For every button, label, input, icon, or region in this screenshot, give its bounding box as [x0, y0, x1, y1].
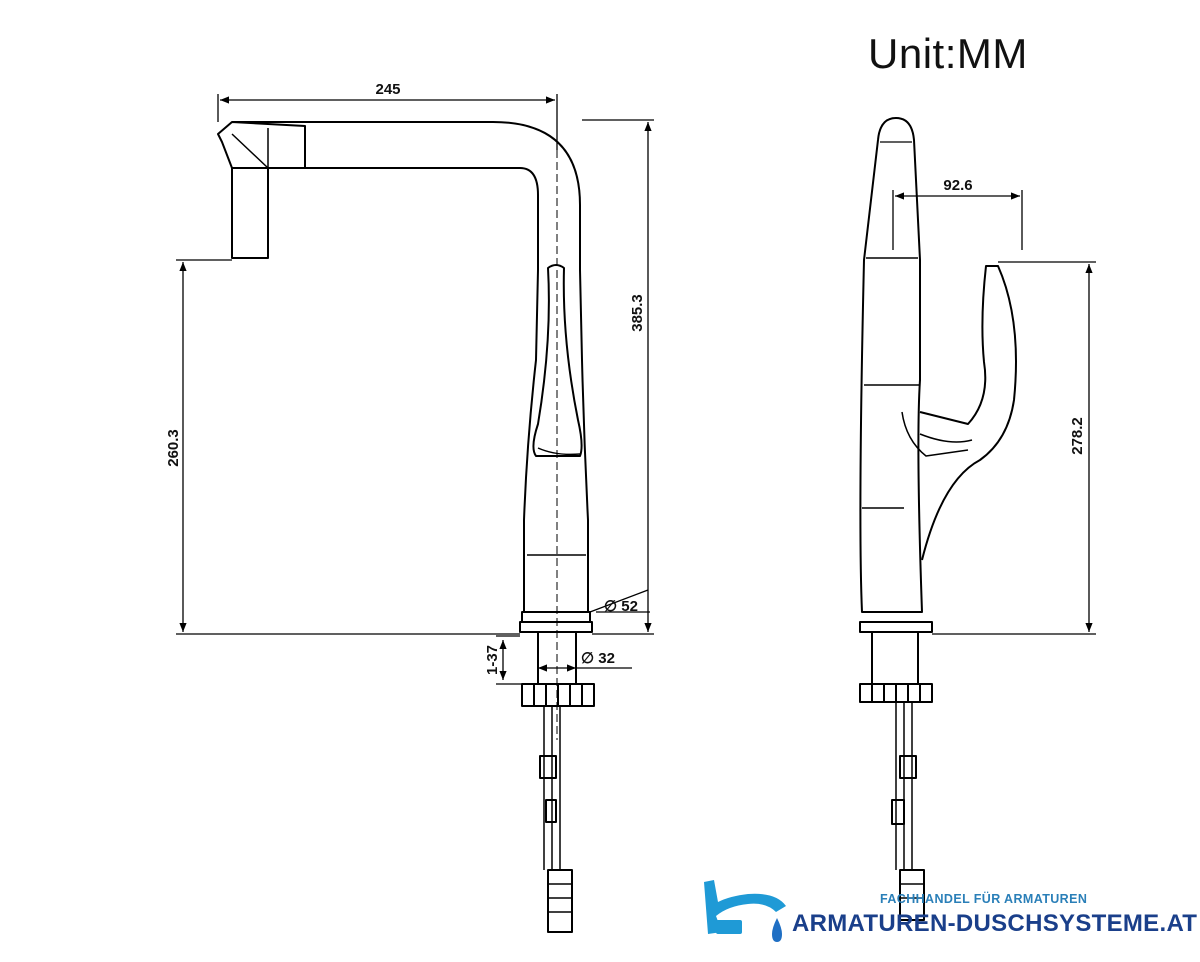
dim-counter-thickness: 1-37 — [484, 645, 501, 675]
side-base-ring — [859, 621, 933, 633]
front-handle — [532, 264, 583, 457]
front-spout-outline — [232, 121, 581, 270]
front-spout-inner — [268, 167, 539, 270]
dim-spout-reach: 245 — [375, 81, 400, 98]
front-dimensions — [176, 94, 654, 685]
side-body-outline — [859, 117, 923, 613]
side-dimensions — [892, 190, 1096, 635]
front-base-ring — [521, 611, 591, 623]
logo-tagline: FACHHANDEL FÜR ARMATUREN — [880, 891, 1087, 906]
front-spout-head — [217, 121, 306, 259]
dim-total-height: 385.3 — [629, 294, 646, 332]
brand-logo: FACHHANDEL FÜR ARMATUREN ARMATUREN-DUSCH… — [704, 880, 1197, 942]
dim-base-diameter: ∅ 52 — [604, 598, 638, 615]
dim-shank-diameter: ∅ 32 — [581, 650, 615, 667]
front-view — [217, 121, 595, 933]
faucet-drop-icon — [704, 880, 786, 942]
side-view — [859, 117, 1017, 921]
dim-handle-height: 278.2 — [1069, 417, 1086, 455]
logo-site: ARMATUREN-DUSCHSYSTEME.AT — [792, 910, 1197, 937]
dim-spout-clearance: 260.3 — [165, 429, 182, 467]
dim-handle-offset: 92.6 — [943, 177, 972, 194]
side-handle — [919, 265, 1017, 561]
unit-label: Unit:MM — [868, 30, 1028, 77]
dim-line-52 — [589, 589, 649, 613]
